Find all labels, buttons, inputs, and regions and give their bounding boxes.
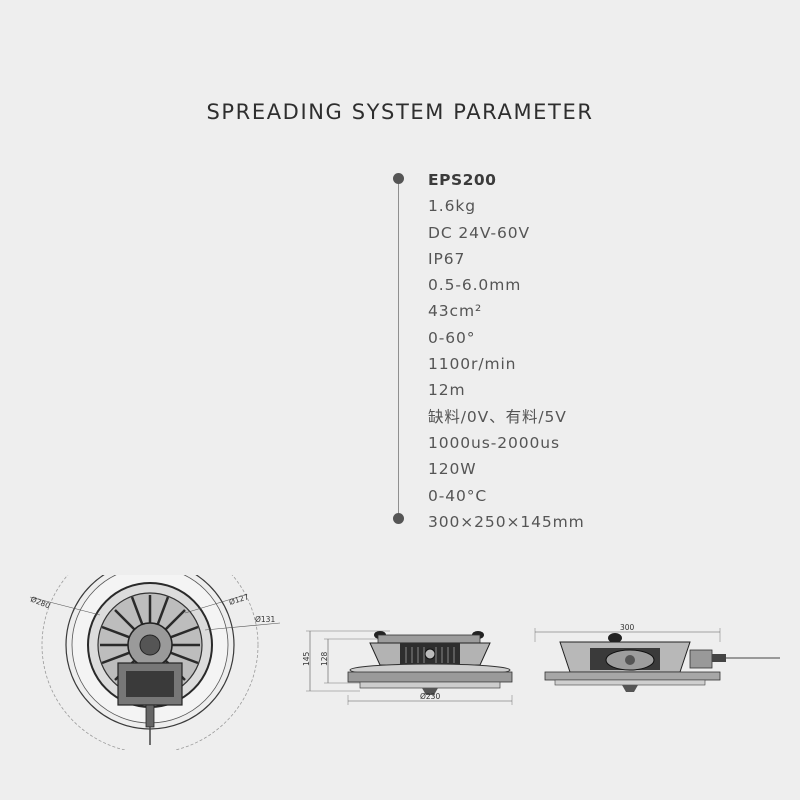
param-area: 43cm² [428, 302, 483, 321]
parameter-list: EPS200 1.6kg DC 24V-60V IP67 0.5-6.0mm 4… [428, 168, 585, 536]
param-temperature: 0-40°C [428, 486, 488, 505]
front-view-drawing: 145 128 Ø230 [302, 630, 513, 705]
top-view-dia-mid: Ø127 [228, 592, 250, 607]
top-view-dia-outer: Ø280 [29, 595, 51, 611]
param-pwm: 1000us-2000us [428, 433, 560, 452]
front-view-height-total: 145 [302, 651, 311, 666]
param-particle-size: 0.5-6.0mm [428, 276, 522, 295]
param-distance: 12m [428, 381, 466, 400]
timeline-line [398, 178, 399, 519]
param-speed: 1100r/min [428, 355, 517, 374]
side-view-drawing: 300 [534, 623, 780, 692]
param-weight: 1.6kg [428, 197, 476, 216]
top-view-dia-inner: Ø131 [255, 615, 275, 624]
timeline-dot-top [393, 173, 404, 184]
front-view-height-body: 128 [320, 651, 329, 666]
param-angle: 0-60° [428, 328, 476, 347]
param-voltage: DC 24V-60V [428, 223, 531, 242]
top-view-drawing: Ø280 Ø127 Ø131 [29, 575, 281, 750]
param-power: 120W [428, 460, 477, 479]
side-view-width: 300 [620, 623, 635, 632]
front-view-width: Ø230 [420, 692, 440, 701]
param-signal: 缺料/0V、有料/5V [428, 407, 567, 426]
timeline-dot-bottom [393, 513, 404, 524]
param-model: EPS200 [428, 171, 497, 189]
param-protection: IP67 [428, 249, 466, 268]
page-title: SPREADING SYSTEM PARAMETER [206, 100, 594, 124]
param-dimensions: 300×250×145mm [428, 512, 585, 531]
